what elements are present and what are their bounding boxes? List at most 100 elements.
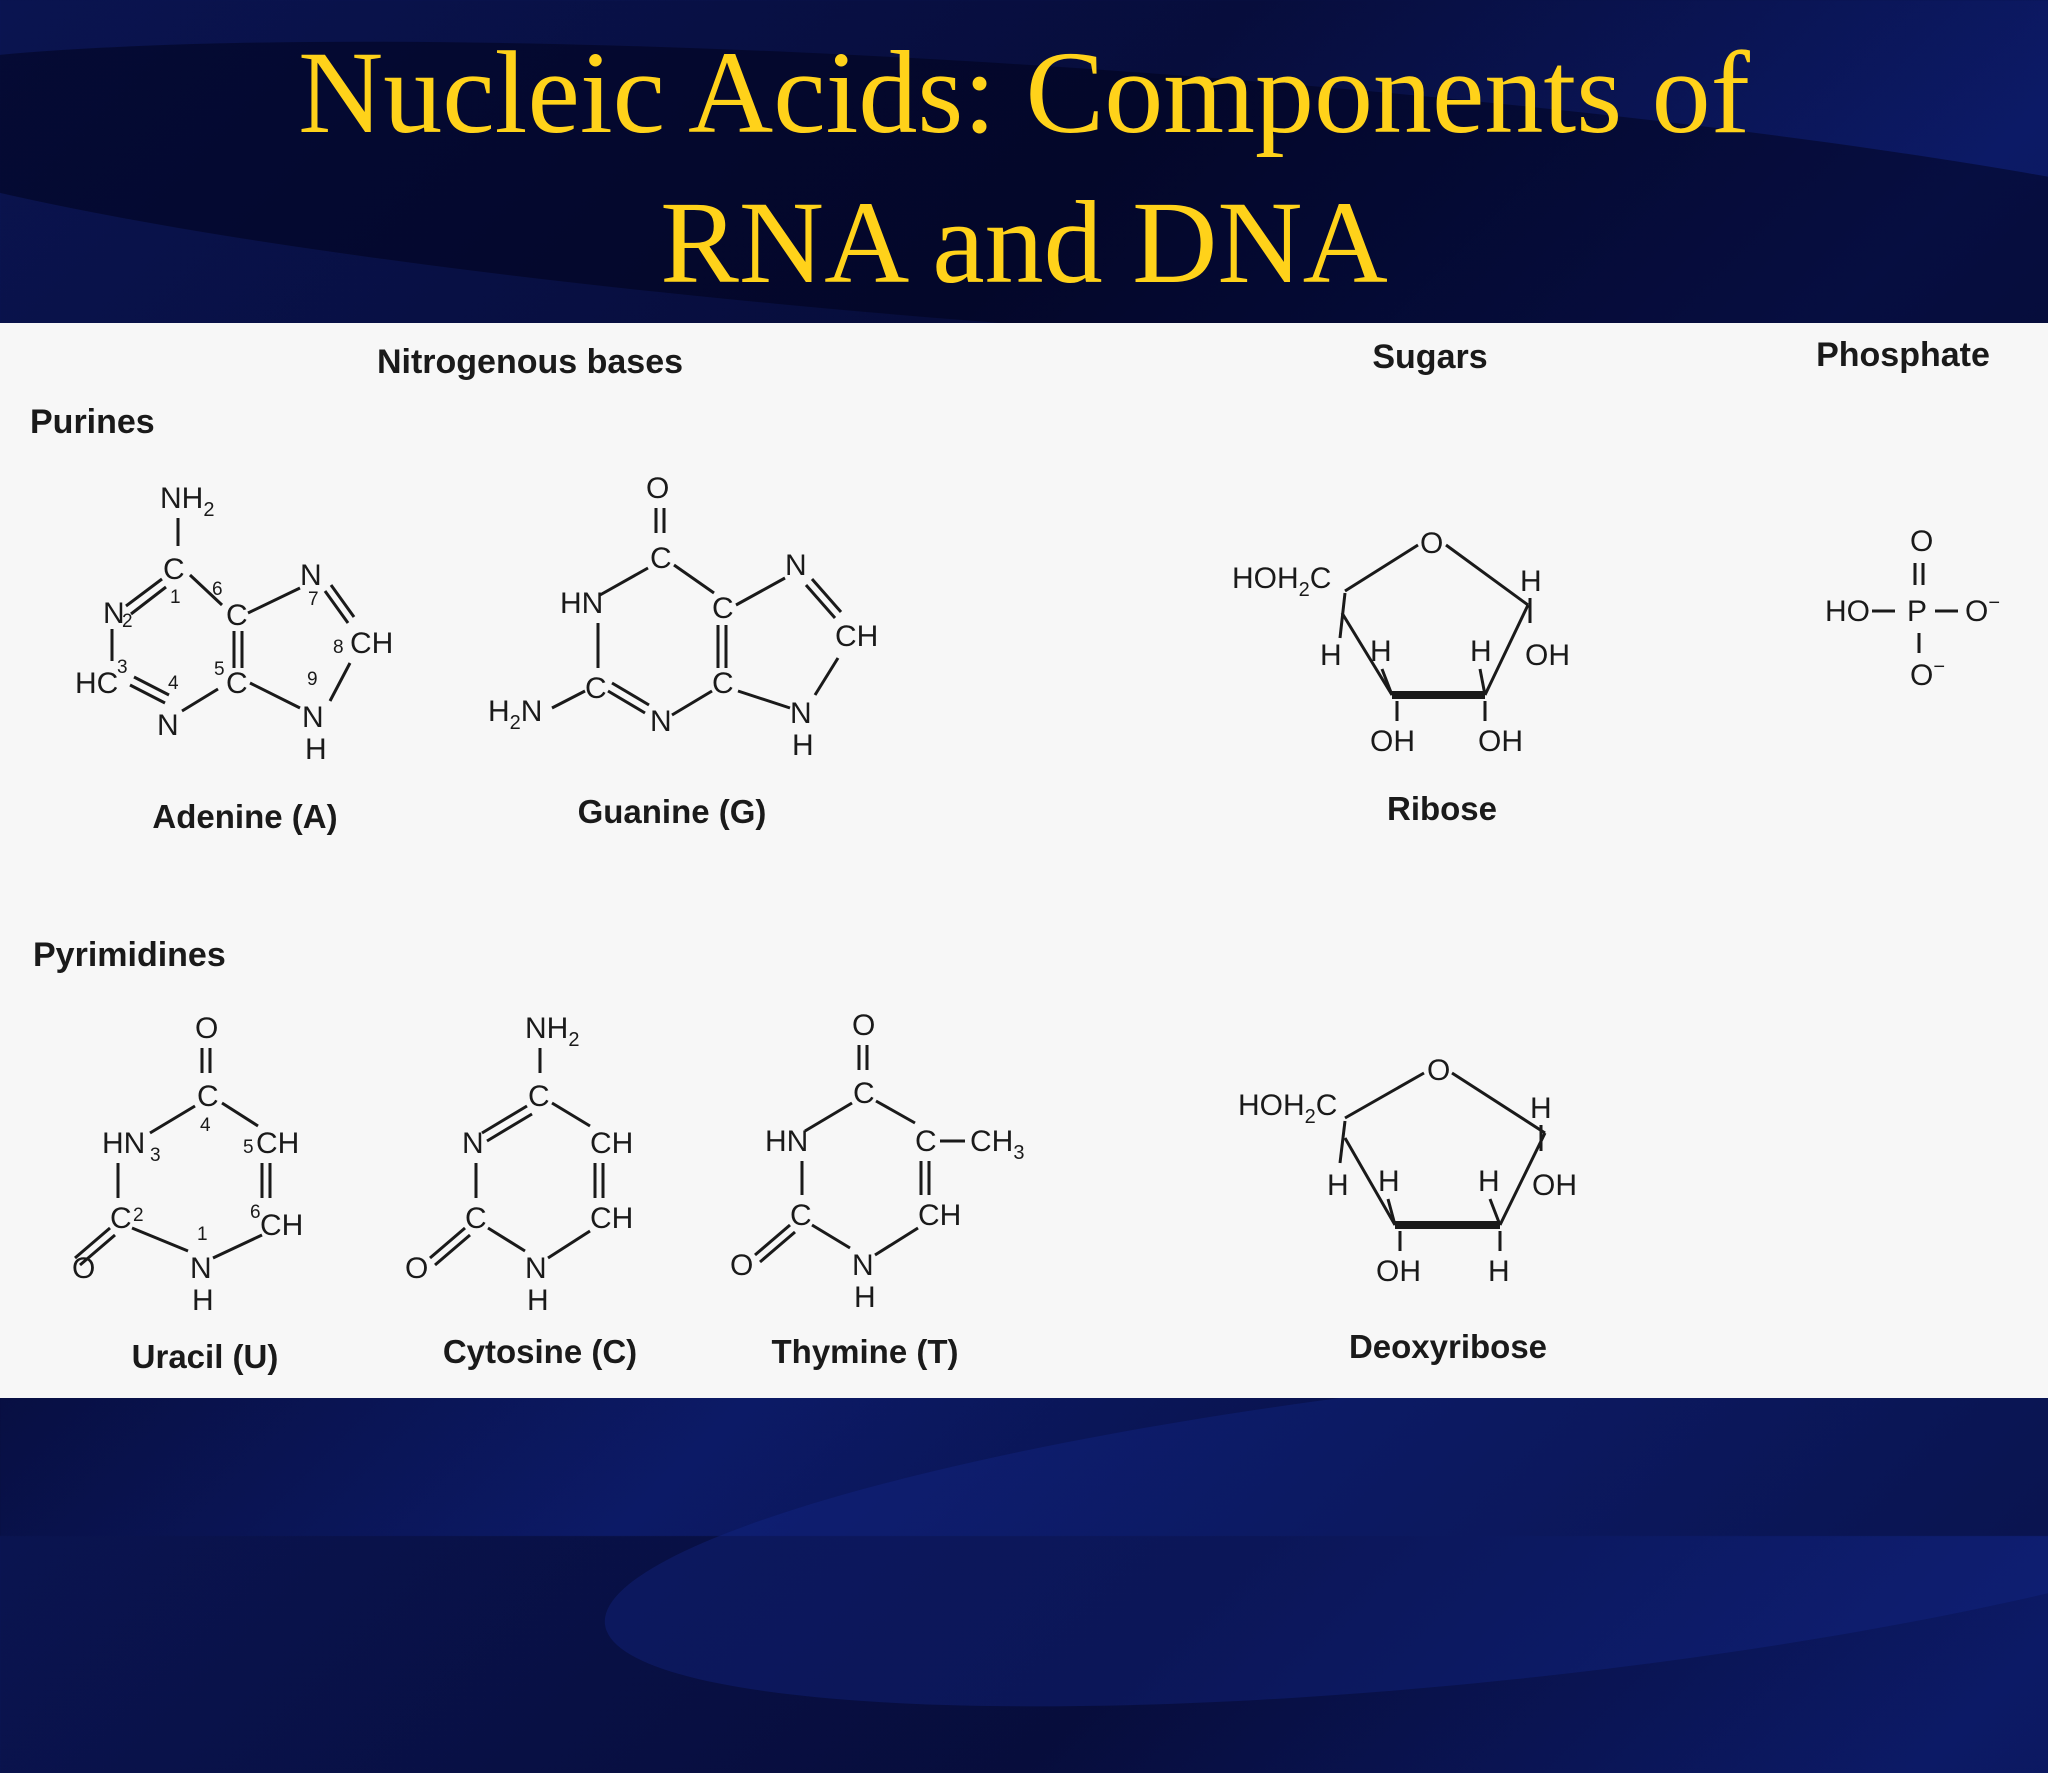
svg-text:H: H: [1370, 635, 1392, 668]
svg-text:O: O: [646, 472, 669, 505]
svg-text:OH: OH: [1532, 1169, 1577, 1202]
svg-text:H: H: [1470, 635, 1492, 668]
svg-text:N: N: [300, 559, 322, 592]
svg-text:N: N: [103, 597, 125, 630]
deoxyribose-structure: O HOH2C H H H H OH OH H Deoxyribose: [1238, 1054, 1577, 1365]
svg-text:N: N: [525, 1252, 547, 1285]
svg-text:N: N: [852, 1249, 874, 1282]
svg-text:HN: HN: [560, 587, 603, 620]
svg-text:O: O: [730, 1249, 753, 1282]
deoxyribose-label: Deoxyribose: [1349, 1328, 1547, 1365]
svg-text:H: H: [192, 1284, 214, 1317]
svg-text:CH: CH: [590, 1127, 633, 1160]
svg-text:HN: HN: [102, 1127, 145, 1160]
svg-text:O−: O−: [1910, 656, 1945, 692]
svg-text:4: 4: [168, 673, 179, 694]
svg-text:N: N: [462, 1127, 484, 1160]
svg-text:O−: O−: [1965, 592, 2000, 628]
svg-text:C: C: [712, 667, 734, 700]
svg-text:C: C: [197, 1080, 219, 1113]
ribose-structure: O HOH2C H H H H OH OH OH Ribose: [1232, 527, 1570, 827]
svg-text:O: O: [852, 1009, 875, 1042]
svg-text:CH: CH: [835, 620, 878, 653]
phosphate-structure: O HO P O− O−: [1825, 525, 2000, 692]
uracil-label: Uracil (U): [132, 1338, 279, 1375]
svg-text:CH: CH: [590, 1202, 633, 1235]
svg-text:N: N: [190, 1252, 212, 1285]
svg-text:N: N: [650, 705, 672, 738]
svg-text:H: H: [1478, 1165, 1500, 1198]
svg-text:CH: CH: [260, 1209, 303, 1242]
svg-text:9: 9: [307, 669, 318, 690]
thymine-structure: O C HN C CH3 C CH O N H Thymine (T): [730, 1009, 1024, 1370]
svg-text:5: 5: [214, 659, 225, 680]
svg-text:C: C: [163, 553, 185, 586]
svg-text:O: O: [1427, 1054, 1450, 1087]
svg-text:1: 1: [197, 1224, 208, 1245]
adenine-label: Adenine (A): [152, 798, 337, 835]
svg-text:C: C: [226, 667, 248, 700]
guanine-label: Guanine (G): [578, 793, 767, 830]
figure-panel: Nitrogenous bases Sugars Phosphate Purin…: [0, 323, 2048, 1398]
svg-text:P: P: [1907, 595, 1927, 628]
svg-text:O: O: [405, 1252, 428, 1285]
svg-text:OH: OH: [1376, 1255, 1421, 1288]
svg-text:H: H: [1488, 1255, 1510, 1288]
slide-title: Nucleic Acids: Components of RNA and DNA: [0, 18, 2048, 318]
svg-text:5: 5: [243, 1137, 254, 1158]
cytosine-structure: NH2 C N CH C CH O N H Cytosine (C): [405, 1012, 637, 1370]
svg-text:OH: OH: [1370, 725, 1415, 758]
svg-text:H: H: [1530, 1092, 1552, 1125]
svg-text:C: C: [853, 1077, 875, 1110]
svg-text:H: H: [527, 1284, 549, 1317]
svg-text:N: N: [302, 701, 324, 734]
ribose-label: Ribose: [1387, 790, 1497, 827]
svg-text:CH: CH: [350, 627, 393, 660]
svg-text:8: 8: [333, 637, 344, 658]
svg-text:C: C: [585, 672, 607, 705]
heading-phosphate: Phosphate: [1816, 336, 1990, 374]
svg-text:H2N: H2N: [488, 695, 542, 734]
svg-text:C: C: [915, 1125, 937, 1158]
svg-text:CH: CH: [918, 1199, 961, 1232]
svg-text:3: 3: [150, 1145, 161, 1166]
svg-text:H: H: [1520, 565, 1542, 598]
slide-title-line-2: RNA and DNA: [660, 177, 1388, 308]
heading-pyrimidines: Pyrimidines: [33, 936, 226, 974]
svg-text:OH: OH: [1478, 725, 1523, 758]
guanine-structure: O C HN C C N C H2N N CH N H Guanine (G): [488, 472, 878, 830]
svg-text:N: N: [157, 709, 179, 742]
svg-text:6: 6: [212, 579, 223, 600]
svg-text:H: H: [305, 733, 327, 766]
svg-text:O: O: [1910, 525, 1933, 558]
svg-text:C: C: [790, 1199, 812, 1232]
svg-text:CH3: CH3: [970, 1125, 1024, 1164]
svg-text:HN: HN: [765, 1125, 808, 1158]
svg-text:C: C: [110, 1202, 132, 1235]
svg-text:OH: OH: [1525, 639, 1570, 672]
svg-text:C: C: [528, 1080, 550, 1113]
adenine-structure: NH2 C 1 N 2 6 C HC 3 N 4 5 C N 7 8 CH 9 …: [75, 482, 393, 835]
heading-purines: Purines: [30, 403, 155, 441]
svg-text:2: 2: [122, 611, 133, 632]
svg-text:7: 7: [308, 589, 319, 610]
svg-text:N: N: [785, 549, 807, 582]
uracil-structure: O C 4 HN 3 5 CH C 2 6 CH O 1 N H Uracil …: [72, 1012, 303, 1375]
heading-nitrogenous-bases: Nitrogenous bases: [377, 343, 683, 381]
heading-sugars: Sugars: [1372, 338, 1487, 376]
cytosine-label: Cytosine (C): [443, 1333, 637, 1370]
svg-text:CH: CH: [256, 1127, 299, 1160]
svg-text:2: 2: [133, 1205, 144, 1226]
svg-text:NH2: NH2: [160, 482, 214, 521]
svg-text:4: 4: [200, 1115, 211, 1136]
svg-text:HC: HC: [75, 667, 118, 700]
svg-text:HOH2C: HOH2C: [1232, 562, 1331, 601]
svg-text:3: 3: [117, 657, 128, 678]
svg-text:H: H: [792, 729, 814, 762]
svg-text:C: C: [465, 1202, 487, 1235]
svg-text:N: N: [790, 697, 812, 730]
svg-text:C: C: [650, 542, 672, 575]
svg-text:NH2: NH2: [525, 1012, 579, 1051]
svg-text:H: H: [854, 1281, 876, 1314]
svg-text:HOH2C: HOH2C: [1238, 1089, 1337, 1128]
